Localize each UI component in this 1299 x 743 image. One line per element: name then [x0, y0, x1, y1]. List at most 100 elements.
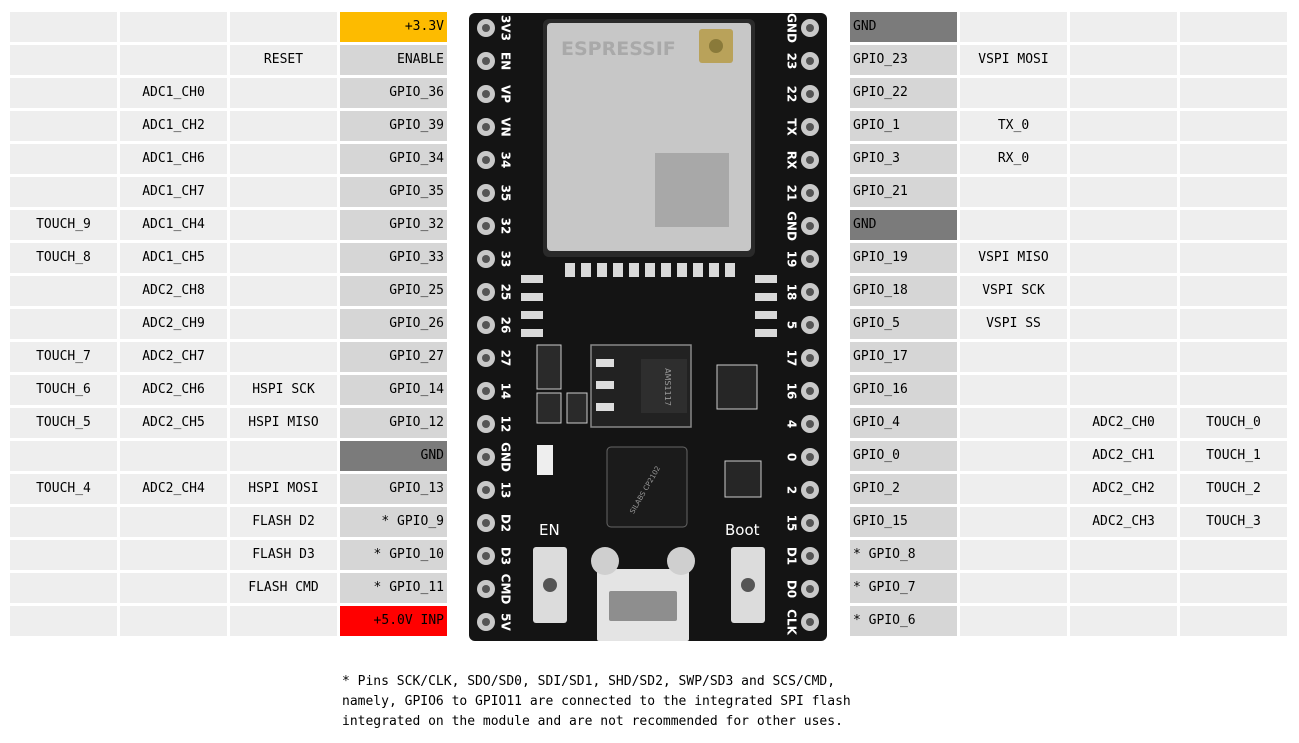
- right-func-cell: VSPI SCK: [960, 276, 1067, 306]
- left-silk-label: 35: [499, 185, 513, 202]
- left-touch-cell: [10, 276, 117, 306]
- left-header-pin-hole: [482, 255, 490, 263]
- left-adc-cell: ADC1_CH7: [120, 177, 227, 207]
- right-touch-cell: [1180, 177, 1287, 207]
- right-touch-cell: TOUCH_1: [1180, 441, 1287, 471]
- flash-pins-footnote: * Pins SCK/CLK, SDO/SD0, SDI/SD1, SHD/SD…: [342, 674, 851, 729]
- right-silk-label: 16: [785, 383, 799, 400]
- left-silk-label: 13: [499, 482, 513, 499]
- right-silk-label: GND: [785, 13, 799, 43]
- left-touch-cell: [10, 606, 117, 636]
- right-adc-cell: [1070, 12, 1177, 42]
- left-header-pin-hole: [482, 57, 490, 65]
- right-silk-label: 2: [785, 486, 799, 494]
- left-adc-cell: [120, 12, 227, 42]
- right-pin-cell: GPIO_4: [850, 408, 957, 438]
- left-silk-label: 26: [499, 317, 513, 334]
- left-pin-cell: GPIO_14: [340, 375, 447, 405]
- left-func-cell: HSPI SCK: [230, 375, 337, 405]
- left-func-cell: [230, 12, 337, 42]
- right-silk-label: GND: [785, 211, 799, 241]
- right-header-pin-hole: [806, 552, 814, 560]
- right-func-cell: VSPI SS: [960, 309, 1067, 339]
- right-adc-cell: [1070, 342, 1177, 372]
- right-func-cell: TX_0: [960, 111, 1067, 141]
- left-adc-cell: [120, 540, 227, 570]
- header-pins: [477, 19, 819, 631]
- left-header-pin-hole: [482, 90, 490, 98]
- right-touch-cell: [1180, 243, 1287, 273]
- right-header-pin-hole: [806, 156, 814, 164]
- left-func-cell: [230, 144, 337, 174]
- left-pin-cell: * GPIO_10: [340, 540, 447, 570]
- left-header-pin-hole: [482, 321, 490, 329]
- right-pin-cell: GPIO_17: [850, 342, 957, 372]
- right-silk-label: 21: [785, 185, 799, 202]
- left-touch-cell: [10, 45, 117, 75]
- right-adc-cell: [1070, 78, 1177, 108]
- left-adc-cell: ADC2_CH6: [120, 375, 227, 405]
- right-header-pin-hole: [806, 189, 814, 197]
- right-silk-label: 23: [785, 53, 799, 70]
- left-pin-cell: GPIO_39: [340, 111, 447, 141]
- right-pin-cell: GPIO_0: [850, 441, 957, 471]
- right-adc-cell: [1070, 540, 1177, 570]
- right-func-cell: [960, 474, 1067, 504]
- left-func-cell: [230, 177, 337, 207]
- right-func-cell: VSPI MISO: [960, 243, 1067, 273]
- left-header-pin-hole: [482, 420, 490, 428]
- left-silk-label: 5V: [499, 613, 513, 631]
- left-touch-cell: TOUCH_9: [10, 210, 117, 240]
- left-header-pin-hole: [482, 618, 490, 626]
- right-adc-cell: [1070, 144, 1177, 174]
- right-pin-cell: GPIO_1: [850, 111, 957, 141]
- left-pin-cell: GPIO_35: [340, 177, 447, 207]
- left-func-cell: HSPI MISO: [230, 408, 337, 438]
- left-silk-label: 14: [499, 383, 513, 400]
- right-func-cell: [960, 408, 1067, 438]
- left-touch-cell: [10, 177, 117, 207]
- right-pin-cell: GPIO_15: [850, 507, 957, 537]
- left-silk-label: GND: [499, 442, 513, 472]
- right-touch-cell: [1180, 210, 1287, 240]
- left-func-cell: [230, 243, 337, 273]
- left-func-cell: [230, 111, 337, 141]
- right-touch-cell: [1180, 45, 1287, 75]
- left-touch-cell: [10, 573, 117, 603]
- left-adc-cell: [120, 441, 227, 471]
- right-touch-cell: [1180, 309, 1287, 339]
- right-pin-cell: GND: [850, 12, 957, 42]
- right-silk-label: CLK: [785, 609, 799, 635]
- right-func-cell: [960, 540, 1067, 570]
- right-touch-cell: TOUCH_2: [1180, 474, 1287, 504]
- right-silk-label: TX: [785, 118, 799, 136]
- left-func-cell: FLASH D2: [230, 507, 337, 537]
- left-silk-label: D2: [499, 514, 513, 532]
- right-header-pin-hole: [806, 288, 814, 296]
- right-adc-cell: [1070, 276, 1177, 306]
- right-func-cell: VSPI MOSI: [960, 45, 1067, 75]
- left-pin-cell: GPIO_32: [340, 210, 447, 240]
- right-silk-label: RX: [785, 151, 799, 170]
- left-func-cell: FLASH D3: [230, 540, 337, 570]
- right-header-pin-hole: [806, 420, 814, 428]
- right-func-cell: [960, 210, 1067, 240]
- left-pin-cell: +3.3V: [340, 12, 447, 42]
- left-silk-label: 25: [499, 284, 513, 301]
- left-touch-cell: [10, 507, 117, 537]
- right-touch-cell: TOUCH_3: [1180, 507, 1287, 537]
- left-pin-cell: GPIO_36: [340, 78, 447, 108]
- left-func-cell: RESET: [230, 45, 337, 75]
- right-header-pin-hole: [806, 585, 814, 593]
- left-pin-cell: ENABLE: [340, 45, 447, 75]
- right-func-cell: [960, 441, 1067, 471]
- left-touch-cell: [10, 144, 117, 174]
- left-func-cell: [230, 276, 337, 306]
- right-silk-label: 5: [785, 321, 799, 329]
- right-pin-cell: * GPIO_8: [850, 540, 957, 570]
- left-pin-cell: * GPIO_9: [340, 507, 447, 537]
- left-adc-cell: [120, 606, 227, 636]
- right-touch-cell: [1180, 111, 1287, 141]
- left-adc-cell: [120, 45, 227, 75]
- left-touch-cell: TOUCH_6: [10, 375, 117, 405]
